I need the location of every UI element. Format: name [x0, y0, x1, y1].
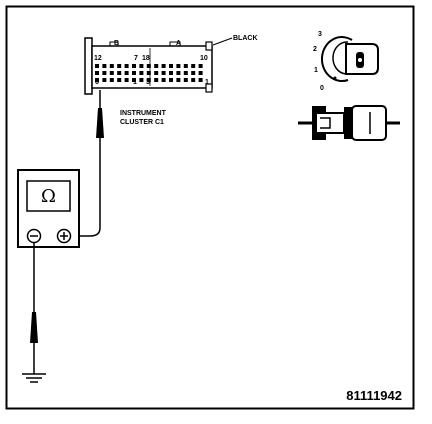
key-position-2: 2: [313, 46, 317, 53]
connector-pin: [169, 64, 173, 68]
connector-pair-icon: [298, 105, 400, 141]
connector-pin: [198, 78, 203, 82]
negative-test-lead: [30, 243, 38, 374]
connector-pin: [109, 71, 114, 75]
connector-pin: [117, 64, 122, 68]
pin-18-label: 18: [142, 55, 150, 62]
connector-pin: [95, 78, 99, 82]
connector-pin: [154, 78, 159, 82]
connector-pin: [132, 71, 136, 75]
connector-name-line1: INSTRUMENT: [120, 110, 167, 117]
connector-pin: [109, 78, 114, 82]
key-position-0: 0: [320, 85, 324, 92]
connector-pin: [198, 71, 203, 75]
connector-pin: [117, 71, 122, 75]
pin-7-label: 7: [134, 55, 138, 62]
figure-number: 81111942: [346, 388, 402, 403]
connector-pin: [154, 64, 159, 68]
connector-pin: [117, 78, 122, 82]
connector-pin: [169, 78, 173, 82]
connector-pin: [102, 64, 107, 68]
connector-pin-grid: [95, 64, 203, 82]
connector-pin: [176, 64, 181, 68]
connector-name-line2: CLUSTER C1: [120, 119, 164, 126]
connector-pin: [102, 78, 107, 82]
instrument-cluster-connector: B A 12 7 18 10 6 1 3 1: [84, 37, 213, 95]
positive-test-lead: [71, 90, 104, 237]
connector-pin: [154, 71, 159, 75]
connector-pin: [161, 71, 166, 75]
connector-pin: [102, 71, 107, 75]
pin-3-label: 3: [146, 79, 150, 86]
connector-pin: [139, 64, 144, 68]
key-position-1: 1: [314, 67, 318, 74]
pin-12-label: 12: [94, 55, 102, 62]
connector-pin: [161, 64, 166, 68]
connector-pin: [95, 64, 99, 68]
connector-pin: [146, 71, 151, 75]
connector-pin: [95, 71, 99, 75]
ohm-symbol: Ω: [41, 186, 56, 207]
connector-pin: [132, 78, 136, 82]
pin-10-label: 10: [200, 55, 208, 62]
connector-pin: [183, 64, 188, 68]
connector-pin: [161, 78, 166, 82]
connector-pin: [191, 71, 196, 75]
connector-pin: [124, 71, 129, 75]
pin-1-left-label: 1: [133, 79, 137, 86]
connector-pin: [109, 64, 114, 68]
connector-pin: [198, 64, 203, 68]
ignition-switch: 3 2 1 0: [313, 31, 379, 92]
ohmmeter-display: [26, 180, 71, 212]
pin-1-right-label: 1: [205, 79, 209, 86]
connector-row-label-b: B: [114, 40, 119, 47]
connector-pin: [146, 78, 151, 82]
key-position-3: 3: [318, 31, 322, 38]
ohmmeter: Ω: [17, 169, 80, 248]
connector-pin: [191, 64, 196, 68]
connector-row-label-a: A: [176, 40, 181, 47]
connector-pin: [139, 78, 144, 82]
connector-pin: [139, 71, 144, 75]
connector-pin: [183, 78, 188, 82]
connector-pin: [176, 71, 181, 75]
diagram-border: [5, 5, 415, 410]
connector-pin: [124, 78, 129, 82]
connector-pin: [183, 71, 188, 75]
connector-pin: [132, 64, 136, 68]
connector-pin: [124, 64, 129, 68]
pin-6-label: 6: [95, 79, 99, 86]
connector-pin: [191, 78, 196, 82]
connector-pin: [146, 64, 151, 68]
connector-color-label: BLACK: [233, 35, 258, 42]
connector-pin: [176, 78, 181, 82]
ground-symbol: [22, 373, 46, 383]
connector-pin: [169, 71, 173, 75]
